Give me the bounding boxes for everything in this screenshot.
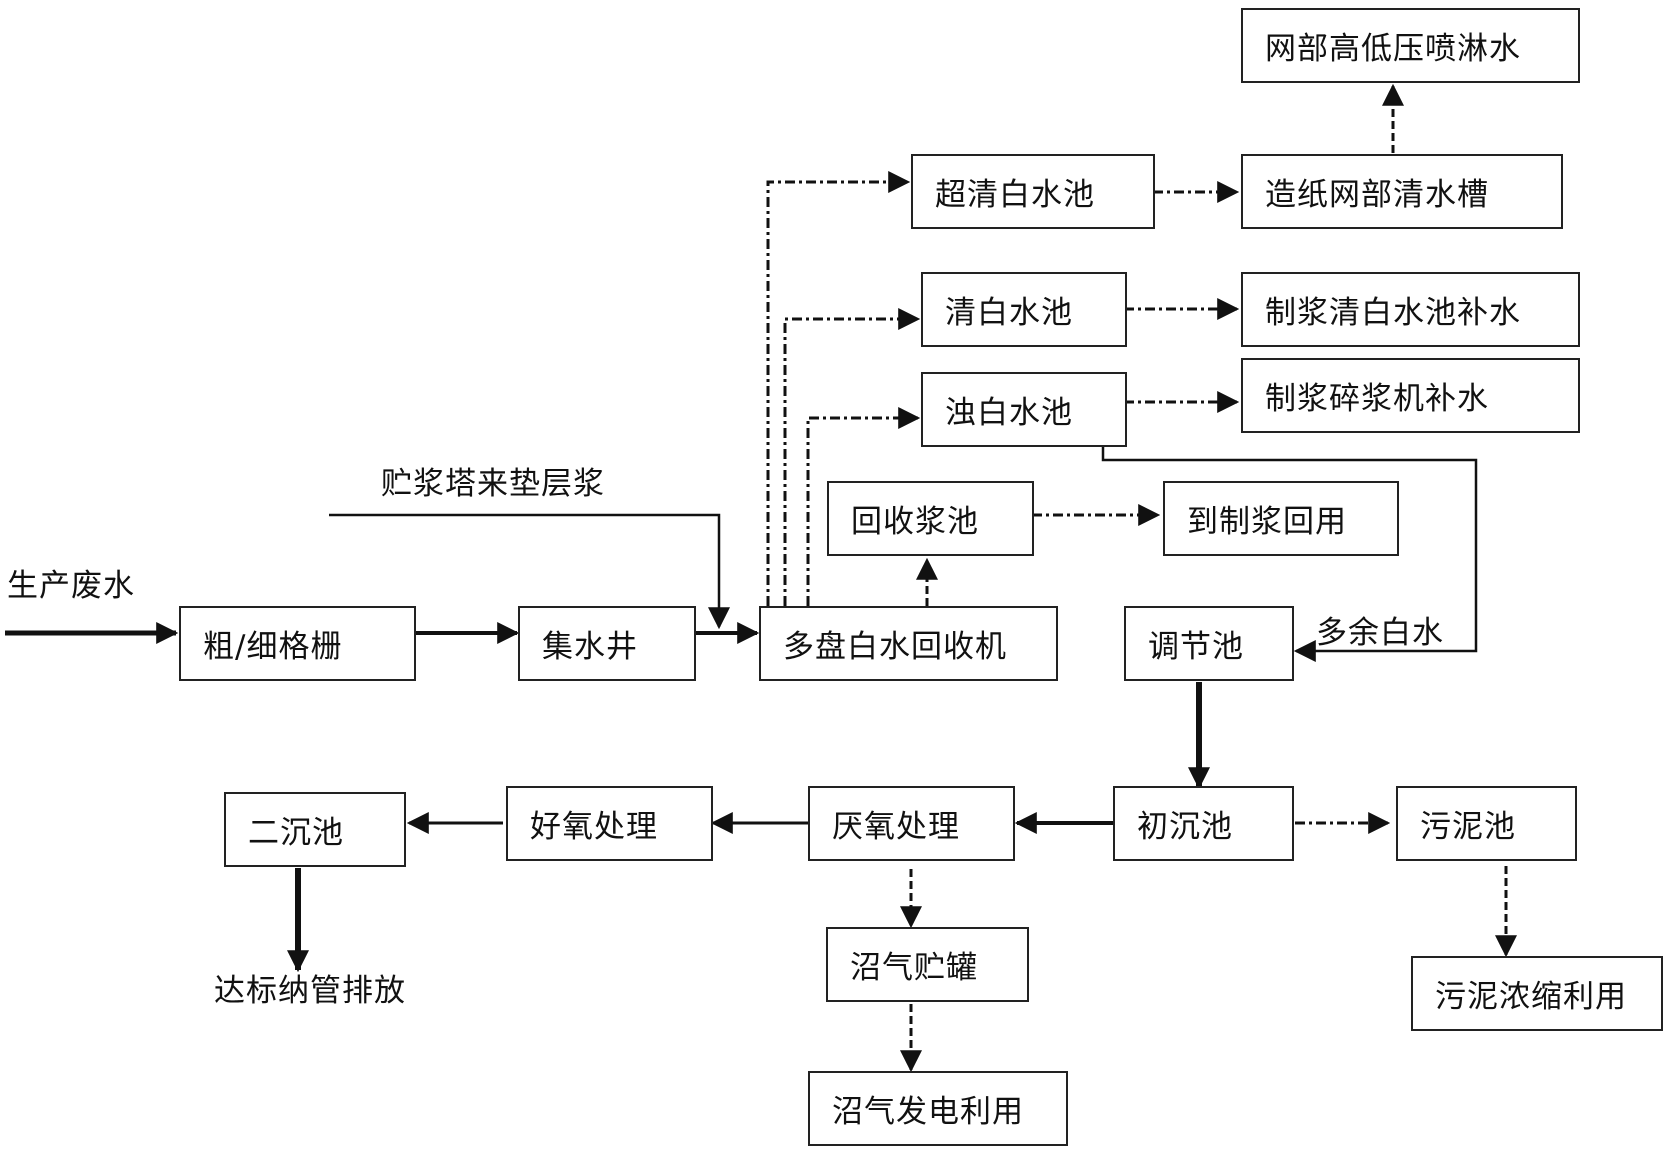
pulping-reuse-label: 到制浆回用 [1187, 504, 1347, 540]
clear-pool-label: 清白水池 [945, 295, 1073, 331]
pulping-clear-makeup-label: 制浆清白水池补水 [1265, 295, 1521, 331]
aerobic-label: 好氧处理 [530, 809, 658, 845]
secondary-sedimentation-label: 二沉池 [248, 815, 344, 851]
primary-sedimentation-label: 初沉池 [1137, 809, 1233, 845]
biogas-tank-label: 沼气贮罐 [850, 950, 978, 986]
arrow-disc-to-ultra-clear [766, 171, 911, 606]
pulping-reuse-box: 到制浆回用 [1163, 481, 1399, 556]
equalization-box: 调节池 [1124, 606, 1294, 681]
ultra-clear-pool-label: 超清白水池 [935, 177, 1095, 213]
recovery-pool-box: 回收浆池 [827, 481, 1034, 556]
sludge-use-label: 污泥浓缩利用 [1435, 979, 1627, 1015]
arrow-excess-to-equalization [1101, 446, 1478, 662]
paper-web-tank-box: 造纸网部清水槽 [1241, 154, 1563, 229]
biogas-tank-box: 沼气贮罐 [826, 927, 1029, 1002]
recovery-pool-label: 回收浆池 [851, 504, 979, 540]
sludge-pool-label: 污泥池 [1420, 809, 1516, 845]
biogas-power-box: 沼气发电利用 [808, 1071, 1068, 1146]
pad-pulp-label: 贮浆塔来垫层浆 [381, 466, 605, 502]
spray-water-box: 网部高低压喷淋水 [1241, 8, 1580, 83]
discharge-label: 达标纳管排放 [214, 973, 406, 1009]
turbid-pool-label: 浊白水池 [945, 395, 1073, 431]
pulping-clear-makeup-box: 制浆清白水池补水 [1241, 272, 1580, 347]
arrow-disc-to-clear [783, 308, 921, 606]
collection-well-label: 集水井 [542, 629, 638, 665]
equalization-label: 调节池 [1148, 629, 1244, 665]
anaerobic-box: 厌氧处理 [808, 786, 1015, 861]
wastewater-label: 生产废水 [7, 568, 135, 604]
sludge-pool-box: 污泥池 [1396, 786, 1577, 861]
pulper-makeup-label: 制浆碎浆机补水 [1265, 381, 1489, 417]
pulper-makeup-box: 制浆碎浆机补水 [1241, 358, 1580, 433]
grid-box: 粗/细格栅 [179, 606, 416, 681]
aerobic-box: 好氧处理 [506, 786, 713, 861]
excess-white-water-label: 多余白水 [1316, 615, 1444, 651]
biogas-power-label: 沼气发电利用 [832, 1094, 1024, 1130]
grid-label: 粗/细格栅 [203, 629, 343, 665]
anaerobic-label: 厌氧处理 [832, 809, 960, 845]
sludge-use-box: 污泥浓缩利用 [1411, 956, 1663, 1031]
paper-web-tank-label: 造纸网部清水槽 [1265, 177, 1489, 213]
disc-filter-box: 多盘白水回收机 [759, 606, 1058, 681]
ultra-clear-pool-box: 超清白水池 [911, 154, 1155, 229]
spray-water-label: 网部高低压喷淋水 [1265, 31, 1521, 67]
arrow-disc-to-turbid [806, 407, 921, 606]
clear-pool-box: 清白水池 [921, 272, 1127, 347]
arrow-pad-pulp-to-disc [329, 513, 730, 630]
disc-filter-label: 多盘白水回收机 [783, 629, 1007, 665]
secondary-sedimentation-box: 二沉池 [224, 792, 406, 867]
collection-well-box: 集水井 [518, 606, 696, 681]
primary-sedimentation-box: 初沉池 [1113, 786, 1294, 861]
turbid-pool-box: 浊白水池 [921, 372, 1127, 447]
